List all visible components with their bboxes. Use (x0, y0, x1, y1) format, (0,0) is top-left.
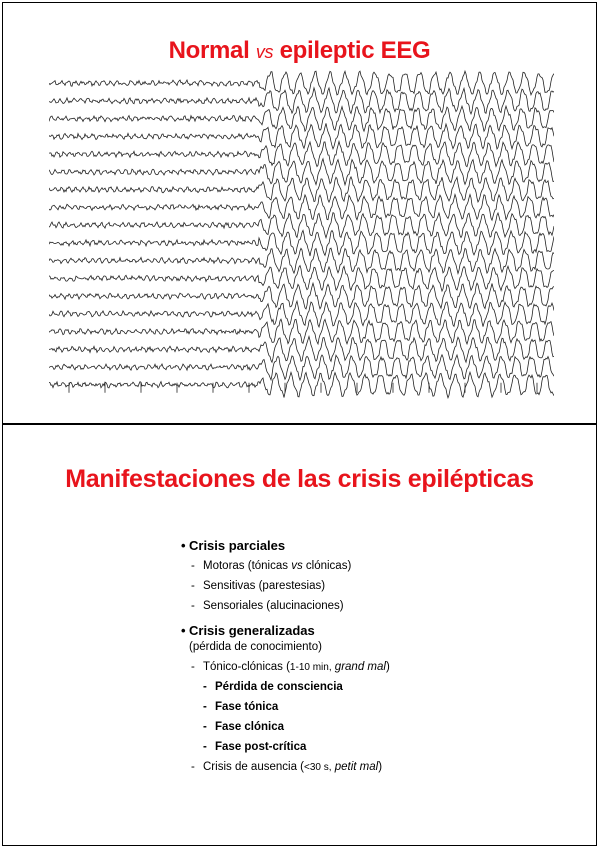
bullet-crisis-parciales: •Crisis parciales (181, 537, 390, 554)
eeg-channel-trace (49, 370, 554, 399)
slide-title: Manifestaciones de las crisis epiléptica… (65, 465, 534, 493)
eeg-channel-trace (49, 335, 554, 364)
bullet-list: •Crisis parciales -Motoras (tónicas vs c… (181, 533, 390, 775)
title-part1: Normal (168, 37, 250, 64)
list-item: -Crisis de ausencia (<30 s, petit mal) (191, 761, 383, 773)
bullet-label: Crisis parciales (189, 538, 286, 553)
list-item: -Sensoriales (alucinaciones) (191, 600, 344, 612)
bullet-label: Crisis generalizadas (189, 623, 315, 638)
eeg-channel-trace (49, 69, 554, 96)
sub-list-item: -Fase post-crítica (203, 741, 307, 753)
sub-list-item: -Pérdida de consciencia (203, 681, 343, 693)
title-part2: epileptic EEG (279, 37, 431, 64)
eeg-channel-trace (49, 299, 554, 329)
list-item: -Sensitivas (parestesias) (191, 580, 326, 592)
eeg-channel-trace (49, 353, 554, 382)
eeg-channel-trace (49, 86, 554, 116)
eeg-channel-trace (49, 157, 554, 187)
bullet-dot-icon: • (181, 538, 186, 553)
eeg-channel-trace (49, 281, 554, 310)
eeg-channel-trace (49, 175, 554, 204)
eeg-channel-trace (49, 229, 554, 257)
slide-manifestations: Manifestaciones de las crisis epiléptica… (2, 424, 597, 846)
eeg-channel-trace (49, 122, 554, 151)
eeg-channel-trace (49, 139, 554, 168)
eeg-channel-trace (49, 104, 554, 133)
eeg-channel-trace (49, 318, 554, 346)
eeg-channel-trace (49, 247, 554, 276)
sub-list-item: -Fase clónica (203, 721, 285, 733)
bullet-dot-icon: • (181, 623, 186, 638)
eeg-channel-trace (49, 193, 554, 222)
eeg-channel-trace (49, 264, 554, 293)
title-vs: vs (255, 42, 274, 62)
eeg-channel-trace (49, 211, 554, 240)
sub-list-item: -Fase tónica (203, 701, 279, 713)
slide-eeg: Normal vs epileptic EEG (2, 2, 597, 424)
bullet-crisis-generalizadas: •Crisis generalizadas (181, 622, 390, 639)
list-item: -Motoras (tónicas vs clónicas) (191, 560, 352, 572)
list-item: -Tónico-clónicas (1-10 min, grand mal) (191, 661, 390, 673)
slide-title: Normal vs epileptic EEG (3, 37, 596, 65)
eeg-trace-image (49, 69, 554, 399)
bullet-note: (pérdida de conocimiento) (189, 641, 322, 653)
